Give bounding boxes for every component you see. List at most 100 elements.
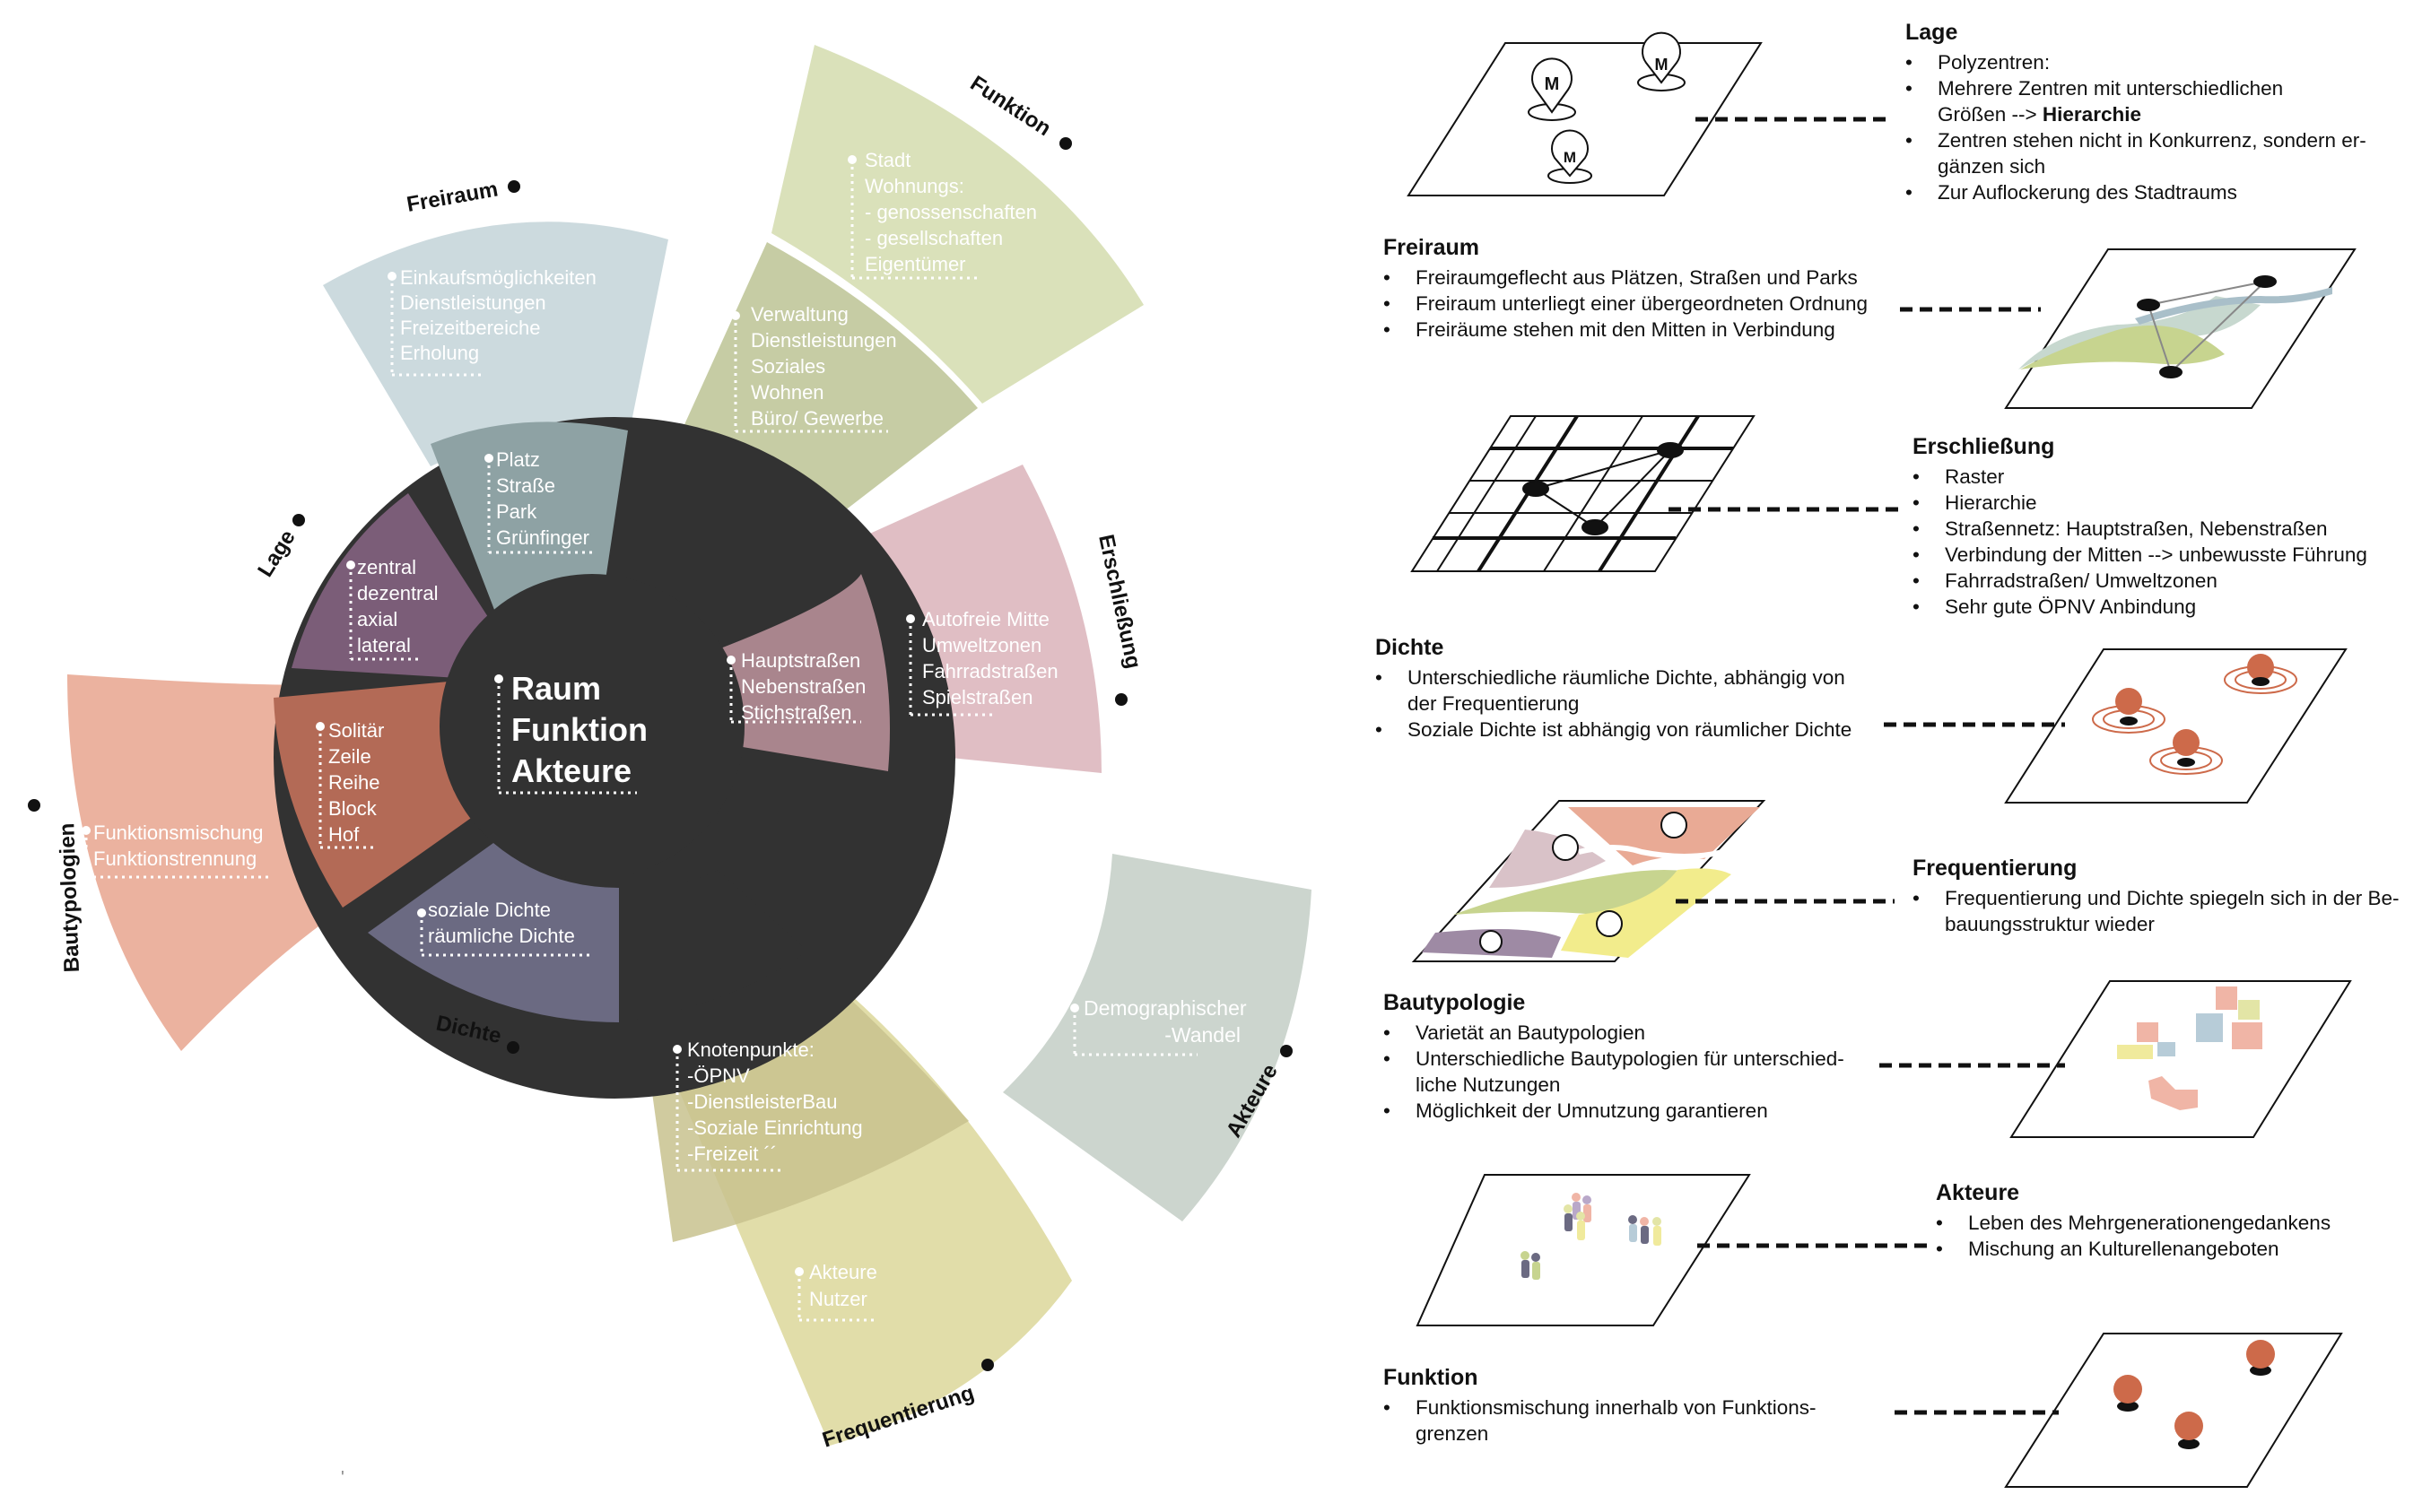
funktion-inner-item: Büro/ Gewerbe <box>751 407 884 430</box>
sector-title-funktion: Funktion <box>966 71 1056 141</box>
frequentierung-inner-item: -Soziale Einrichtung <box>687 1117 863 1139</box>
freiraum-outer-item: Einkaufsmöglichkeiten <box>400 266 597 289</box>
freiraum-inner-item: Park <box>496 500 537 523</box>
panel-item: Polyzentren: <box>1905 49 2431 75</box>
panel-lage: Lage Polyzentren: Mehrere Zentren mit un… <box>1905 20 2431 205</box>
map-pin-icon: M <box>1547 129 1592 184</box>
panel-title: Bautypologie <box>1383 990 1526 1015</box>
map-pin-icon: M <box>1528 57 1576 121</box>
frequentierung-outer-item: Akteure <box>809 1261 877 1283</box>
dichte-item: räumliche Dichte <box>428 925 575 947</box>
illustration-bautypologie <box>2009 980 2352 1138</box>
sector-title-lage: Lage <box>253 526 301 581</box>
illustration-lage: M M M <box>1407 31 1763 196</box>
center-label-2: Akteure <box>511 752 632 789</box>
panel-item: Mehrere Zentren mit unterschiedlichen <box>1905 75 2431 101</box>
office-icon <box>1552 834 1579 861</box>
list-funktion-inner: Verwaltung Dienstleistungen Soziales Woh… <box>731 303 897 433</box>
bullet-dot <box>508 180 520 193</box>
panel-item: Möglichkeit der Umnutzung garantieren <box>1383 1098 1886 1124</box>
panel-item: Funktionsmischung innerhalb von Funktion… <box>1383 1395 1886 1421</box>
panel-list: Freiraumgeflecht aus Plätzen, Straßen un… <box>1383 265 1921 343</box>
erschliessung-inner-item: Hauptstraßen <box>741 649 860 672</box>
panel-item: Mischung an Kulturellenangeboten <box>1936 1236 2425 1262</box>
panel-title: Frequentierung <box>1913 856 2078 881</box>
center-label: Raum Funktion Akteure <box>494 670 648 795</box>
dichte-item: soziale Dichte <box>428 899 551 921</box>
bautypologien-outer-item: Funktionstrennung <box>93 847 257 870</box>
list-erschliessung-outer: Autofreie Mitte Umweltzonen Fahrradstraß… <box>906 608 1059 717</box>
panel-item: Unterschiedliche Bautypologien für unter… <box>1383 1046 1886 1072</box>
panel-list: Varietät an Bautypologien Unterschiedlic… <box>1383 1020 1886 1124</box>
panel-dichte: Dichte Unterschiedliche räumliche Dichte… <box>1375 635 1895 743</box>
funktion-outer-item: - gesellschaften <box>865 227 1003 249</box>
panel-erschliessung: Erschließung Raster Hierarchie Straßenne… <box>1913 434 2428 620</box>
panel-item: Soziale Dichte ist abhängig von räumlich… <box>1375 717 1895 743</box>
erschliessung-inner-item: Stichstraßen <box>741 701 852 724</box>
illustration-funktion <box>2004 1333 2343 1488</box>
panel-item: liche Nutzungen <box>1416 1073 1561 1096</box>
sector-title-freiraum: Freiraum <box>405 177 500 216</box>
panel-item: Sehr gute ÖPNV Anbindung <box>1913 594 2428 620</box>
list-erschliessung-inner: Hauptstraßen Nebenstraßen Stichstraßen <box>727 649 866 724</box>
funktion-outer-item: - genossenschaften <box>865 201 1037 223</box>
panel-item-text: Größen --> <box>1938 103 2043 126</box>
panel-item: Leben des Mehrgenerationengedankens <box>1936 1210 2425 1236</box>
panel-item: Hierarchie <box>1913 490 2428 516</box>
bullet-dot <box>1059 137 1072 150</box>
panel-item-emphasis: Hierarchie <box>2042 103 2141 126</box>
panel-title: Akteure <box>1936 1180 2020 1205</box>
pin-icon <box>2092 688 2165 734</box>
erschliessung-outer-item: Fahrradstraßen <box>922 660 1059 682</box>
bullet-dot <box>292 514 305 526</box>
home-icon <box>1596 910 1623 937</box>
wheel: Raum Funktion Akteure Einkaufsmöglichkei… <box>28 45 1311 1488</box>
sector-lage-inner <box>292 493 498 678</box>
panel-item: gänzen sich <box>1938 155 2046 178</box>
bullet-dot <box>1115 693 1128 706</box>
panel-list: Unterschiedliche räumliche Dichte, abhän… <box>1375 665 1895 743</box>
panel-item: Raster <box>1913 464 2428 490</box>
sector-funktion-outer <box>771 45 1144 404</box>
center-label-0: Raum <box>511 670 601 707</box>
panel-title: Erschließung <box>1913 434 2055 459</box>
panel-item: Varietät an Bautypologien <box>1383 1020 1886 1046</box>
illustration-akteure <box>1416 1174 1751 1326</box>
panel-title: Lage <box>1905 20 1958 45</box>
panel-item: bauungsstruktur wieder <box>1945 913 2155 935</box>
bautypologien-inner-item: Solitär <box>328 719 384 742</box>
erschliessung-outer-item: Umweltzonen <box>922 634 1041 656</box>
funktion-inner-item: Soziales <box>751 355 825 378</box>
bullet-dot <box>981 1359 994 1371</box>
frequentierung-inner-item: -DienstleisterBau <box>687 1091 838 1113</box>
panel-item: Fahrradstraßen/ Umweltzonen <box>1913 568 2428 594</box>
connectors <box>1669 117 2065 1415</box>
panel-item: Unterschiedliche räumliche Dichte, abhän… <box>1375 665 1895 691</box>
frequentierung-inner-item: Knotenpunkte: <box>687 1038 815 1061</box>
svg-text:M: M <box>1655 56 1669 74</box>
funktion-inner-item: Dienstleistungen <box>751 329 897 352</box>
list-akteure-outer: Demographischer -Wandel <box>1070 996 1247 1056</box>
freiraum-inner-item: Platz <box>496 448 540 471</box>
wheel-center <box>440 574 745 879</box>
shop-icon <box>1479 930 1503 953</box>
bautypologien-inner-item: Zeile <box>328 745 371 768</box>
bautypologien-inner-item: Block <box>328 797 378 820</box>
illustrations: M M M <box>1407 31 2357 1488</box>
panel-item: Freiräume stehen mit den Mitten in Verbi… <box>1383 317 1921 343</box>
freiraum-outer-item: Dienstleistungen <box>400 291 546 314</box>
panel-funktion: Funktion Funktionsmischung innerhalb von… <box>1383 1365 1886 1447</box>
panel-list: Raster Hierarchie Straßennetz: Hauptstra… <box>1913 464 2428 620</box>
bullet-dot <box>507 1041 519 1054</box>
sector-title-erschliessung: Erschließung <box>1094 533 1146 671</box>
illustration-erschliessung <box>1410 414 1756 573</box>
list-freiraum-inner: Platz Straße Park Grünfinger <box>484 448 592 554</box>
akteure-outer-item: -Wandel <box>1164 1023 1241 1047</box>
panel-frequentierung: Frequentierung Frequentierung und Dichte… <box>1913 856 2428 937</box>
lage-item: zentral <box>357 556 416 578</box>
center-label-1: Funktion <box>511 711 648 748</box>
sector-title-bautypologien: Bautypologien <box>55 822 84 973</box>
frequentierung-inner-item: -Freizeit ´´ <box>687 1143 777 1165</box>
sector-bautypologien-inner <box>274 682 474 908</box>
